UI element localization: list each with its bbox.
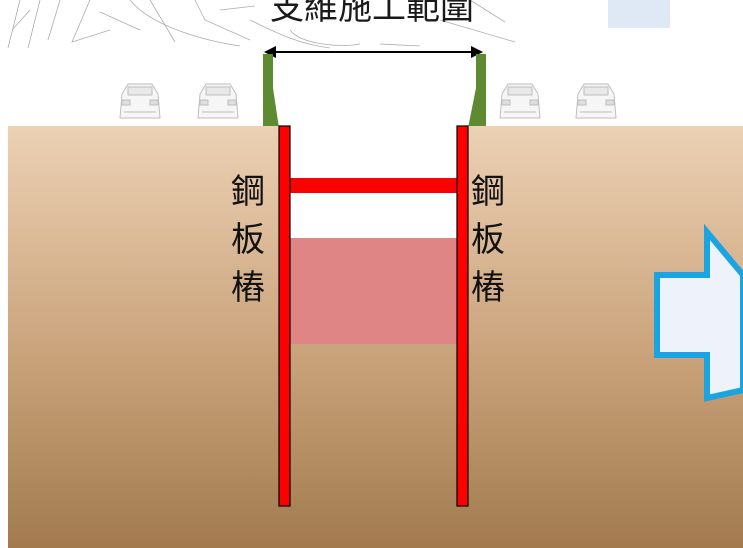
left-pile-label: 鋼 板 樁 (231, 172, 265, 308)
dimension-arrow-icon (264, 46, 483, 58)
site-plan-sketch (7, 0, 516, 49)
top-right-swatch (608, 0, 670, 28)
construction-range-title: 支維施工範圍 (270, 0, 474, 28)
strut (290, 178, 457, 193)
right-sheet-pile (456, 125, 469, 507)
retaining-wall-tops (263, 54, 486, 128)
left-sheet-pile (278, 125, 291, 507)
excavation-fill (290, 238, 457, 344)
car-icon (119, 83, 617, 119)
arrow-right-icon (654, 223, 743, 402)
right-pile-label: 鋼 板 樁 (471, 172, 505, 308)
